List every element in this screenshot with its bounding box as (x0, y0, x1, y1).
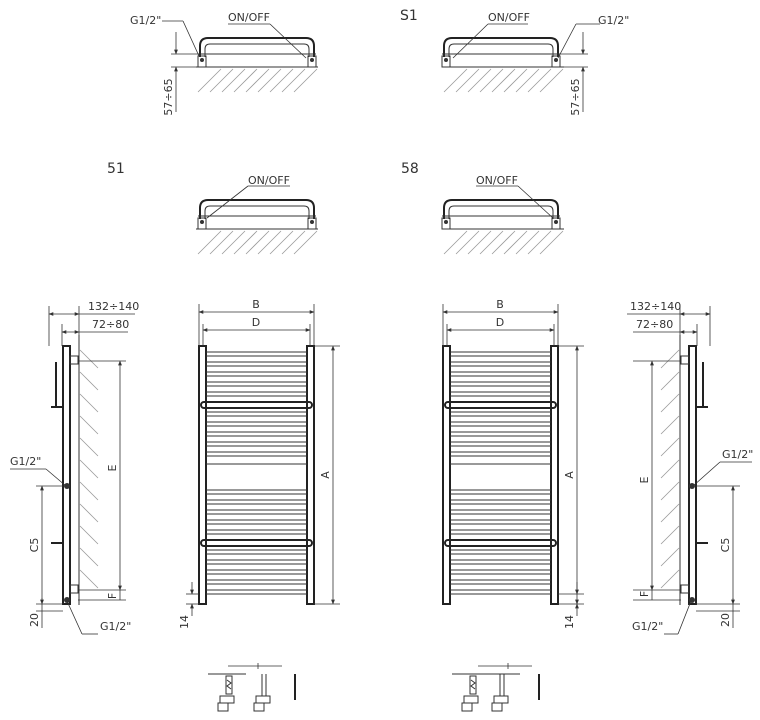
dim-a-label-right: A (563, 471, 576, 479)
range-57-65-label-left: 57÷65 (162, 78, 175, 115)
variant-51-detail: 51 ON/OFF (107, 161, 318, 255)
g-half-label-s1: G1/2" (598, 14, 629, 27)
dim-f-label-right: F (638, 591, 651, 597)
variant-58-title: 58 (401, 161, 419, 177)
dim-e-label-right: E (638, 476, 651, 483)
dim-14-label-left: 14 (178, 615, 191, 629)
dim-d-label-left: D (252, 316, 260, 329)
towel-rails (450, 351, 551, 595)
variant-51-title: 51 (107, 161, 125, 177)
right-front-view: B D A 14 (442, 298, 584, 629)
left-side-view: 132÷140 72÷80 E F C5 20 G1/2" G1/2" (10, 300, 139, 635)
g-half-label-top-left: G1/2" (130, 14, 161, 27)
wall-hatch (78, 335, 99, 605)
dim-c5-label-left: C5 (28, 538, 41, 553)
g-half-label-left-upper: G1/2" (10, 455, 41, 468)
dim-d-label-right: D (496, 316, 504, 329)
top-left-detail: 57÷65 G1/2" ON/OFF (130, 11, 318, 116)
right-side-view: 132÷140 72÷80 E F C5 20 G1/2" G1/2" (627, 300, 753, 635)
variant-58-detail: 58 ON/OFF (401, 161, 564, 255)
dim-a-label-left: A (319, 471, 332, 479)
range-132-140-label-left: 132÷140 (88, 300, 139, 313)
on-off-label-51: ON/OFF (248, 174, 290, 187)
g-half-label-left-lower: G1/2" (100, 620, 131, 633)
variant-s1-title: S1 (400, 8, 418, 24)
range-72-80-label-left: 72÷80 (92, 318, 129, 331)
towel-rails (206, 351, 307, 595)
dim-b-label-right: B (496, 298, 504, 311)
left-front-view: B D A 14 (178, 298, 340, 629)
dim-c5-label-right: C5 (719, 538, 732, 553)
on-off-label-top-left: ON/OFF (228, 11, 270, 24)
on-off-label-s1: ON/OFF (488, 11, 530, 24)
g-half-label-right-lower: G1/2" (632, 620, 663, 633)
g-half-label-right-upper: G1/2" (722, 448, 753, 461)
dim-e-label-left: E (106, 464, 119, 471)
on-off-label-58: ON/OFF (476, 174, 518, 187)
range-72-80-label-right: 72÷80 (636, 318, 673, 331)
wall-hatch (196, 228, 318, 255)
dim-b-label-left: B (252, 298, 260, 311)
wall-hatch (660, 335, 681, 605)
s1-detail: S1 57÷65 G1/2" ON/OFF (400, 8, 629, 116)
dim-20-label-right: 20 (719, 613, 732, 627)
dim-20-label-left: 20 (28, 613, 41, 627)
dim-f-label-left: F (106, 593, 119, 599)
wall-hatch (196, 66, 318, 93)
bottom-connection-right (452, 663, 540, 712)
range-132-140-label-right: 132÷140 (630, 300, 681, 313)
bottom-connection-left (208, 663, 296, 712)
range-57-65-label-right: 57÷65 (569, 78, 582, 115)
wall-hatch (442, 66, 564, 93)
dim-14-label-right: 14 (563, 615, 576, 629)
wall-hatch (442, 228, 564, 255)
